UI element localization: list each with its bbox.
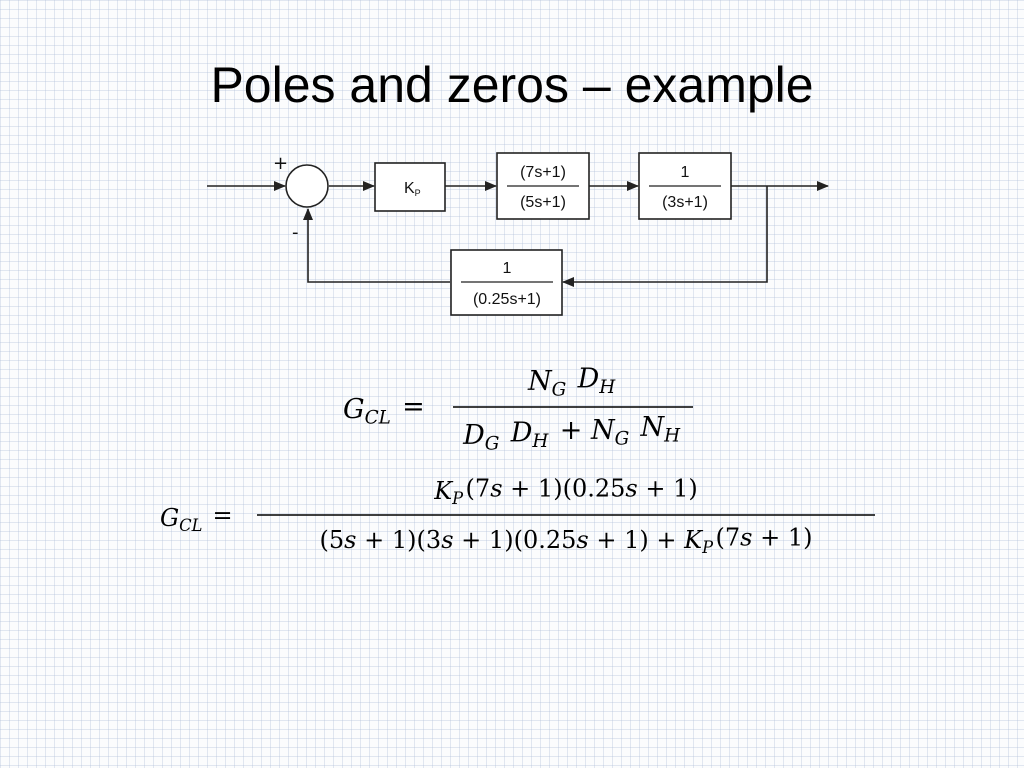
eq1-numerator: NG DH <box>527 361 618 401</box>
process-numerator: 1 <box>681 164 690 181</box>
feedback-path-left <box>303 208 450 283</box>
eq1-lhs: GCL = <box>343 391 425 428</box>
slide-title: Poles and zeros – example <box>210 57 814 113</box>
summing-plus-sign: + <box>273 153 288 174</box>
summing-minus-sign: - <box>292 222 299 243</box>
equation-1: GCL = NG DH DG DH + NG NH <box>343 361 693 455</box>
eq2-denominator: (5s + 1)(3s + 1)(0.25s + 1) + KP (7s + 1… <box>320 524 813 557</box>
process-denominator: (3s+1) <box>662 194 708 211</box>
controller-numerator: (7s+1) <box>520 164 566 181</box>
kp-label: KP <box>404 180 421 198</box>
feedback-path-right <box>562 186 768 287</box>
controller-denominator: (5s+1) <box>520 194 566 211</box>
kp-block <box>374 162 446 212</box>
eq2-lhs: GCL = <box>160 502 233 535</box>
feedback-numerator: 1 <box>503 260 512 277</box>
equation-2: GCL = KP (7s + 1)(0.25s + 1) (5s + 1)(3s… <box>160 475 875 557</box>
feedback-denominator: (0.25s+1) <box>473 291 541 308</box>
eq2-numerator: KP (7s + 1)(0.25s + 1) <box>433 475 698 508</box>
eq1-denominator: DG DH + NG NH <box>462 410 683 455</box>
summing-junction <box>285 164 329 208</box>
